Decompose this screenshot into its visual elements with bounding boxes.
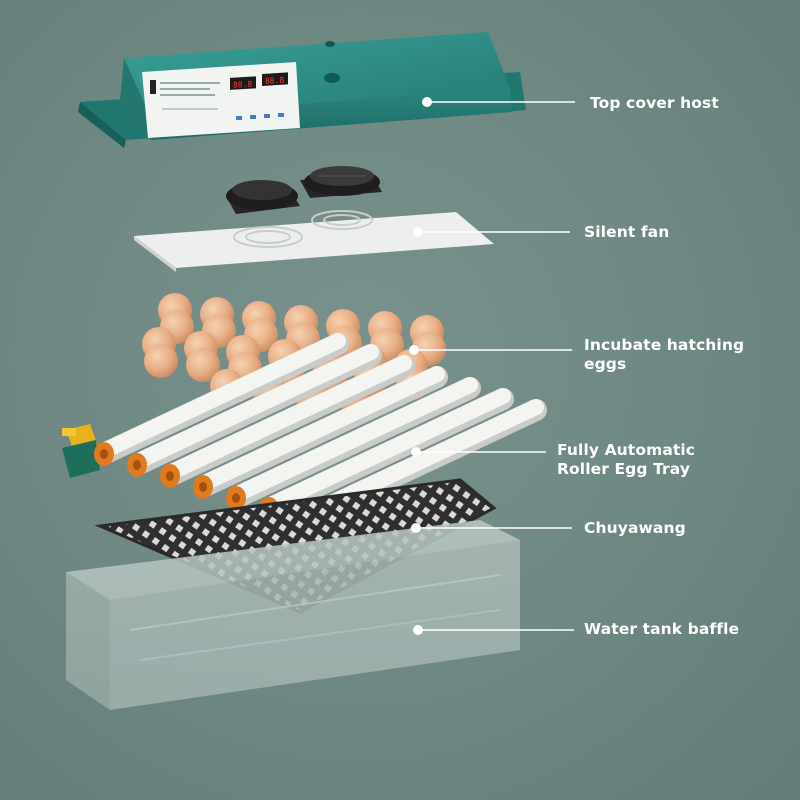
roller-egg-tray-label: Fully Automatic Roller Egg Tray bbox=[557, 441, 696, 478]
water-tank-baffle-label: Water tank baffle bbox=[584, 620, 740, 638]
silent-fan-label: Silent fan bbox=[584, 223, 670, 241]
svg-text:88.8: 88.8 bbox=[233, 80, 252, 90]
chuyawang-label: Chuyawang bbox=[584, 519, 686, 537]
leader-lines bbox=[409, 97, 575, 635]
top-cover-host-label: Top cover host bbox=[590, 94, 719, 112]
incubate-hatching-eggs-label: Incubate hatching eggs bbox=[584, 336, 745, 373]
top-cover-host-callout-dot bbox=[422, 97, 432, 107]
roller-hub bbox=[100, 449, 108, 459]
egg bbox=[144, 344, 178, 378]
top-cover-host-illustration: 88.8 88.8 bbox=[78, 32, 526, 148]
roller bbox=[100, 333, 346, 457]
chuyawang-callout-dot bbox=[411, 523, 421, 533]
roller bbox=[166, 355, 412, 479]
roller-hub bbox=[166, 471, 174, 481]
egg bbox=[186, 348, 220, 382]
water-tank-baffle-illustration bbox=[66, 520, 520, 710]
roller-hub bbox=[232, 493, 240, 503]
roller bbox=[133, 344, 379, 468]
roller-hub bbox=[199, 482, 207, 492]
roller-hub bbox=[133, 460, 141, 470]
roller bbox=[265, 388, 511, 512]
roller bbox=[199, 366, 445, 490]
roller bbox=[232, 377, 478, 501]
silent-fan-callout-dot bbox=[413, 227, 423, 237]
roller-egg-tray-callout-dot bbox=[411, 447, 421, 457]
svg-text:88.8: 88.8 bbox=[265, 76, 284, 86]
silent-fan-illustration bbox=[134, 166, 494, 272]
incubate-hatching-eggs-callout-dot bbox=[409, 345, 419, 355]
water-tank-baffle-callout-dot bbox=[413, 625, 423, 635]
